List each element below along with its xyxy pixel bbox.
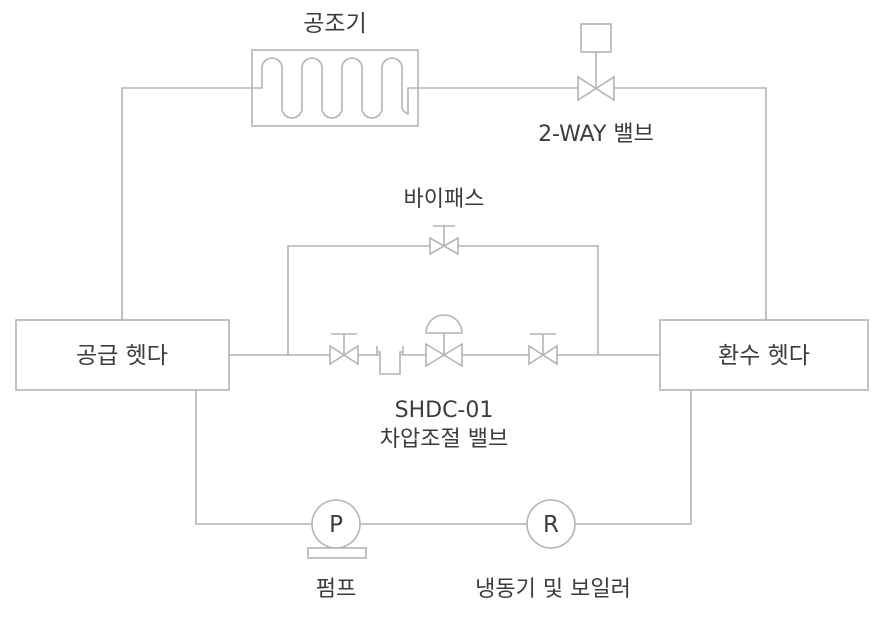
return-header-box bbox=[659, 319, 869, 391]
supply-header-label: 공급 헷다 bbox=[76, 343, 168, 369]
dp-valve-body-icon bbox=[425, 342, 463, 368]
air-handler: 공조기 bbox=[251, 11, 419, 127]
dp-valve-diaphragm-icon bbox=[425, 314, 463, 334]
bypass-pipe bbox=[287, 245, 599, 355]
chiller-symbol: R bbox=[543, 512, 559, 538]
air-handler-box bbox=[251, 49, 419, 127]
two-way-valve-label: 2-WAY 밸브 bbox=[538, 122, 654, 147]
gate-valve-right-icon bbox=[528, 344, 558, 366]
return-header-label: 환수 헷다 bbox=[718, 343, 810, 369]
pump: P 펌프 bbox=[307, 499, 367, 602]
supply-riser-pipe bbox=[121, 87, 252, 320]
main-line-valves bbox=[329, 314, 558, 375]
air-handler-coil bbox=[252, 57, 418, 119]
bypass-label: 바이패스 bbox=[404, 187, 485, 212]
air-handler-label: 공조기 bbox=[303, 11, 366, 37]
pump-circle-icon bbox=[311, 499, 361, 549]
chiller-boiler-label: 냉동기 및 보일러 bbox=[475, 577, 631, 602]
dp-valve-code-label: SHDC-01 bbox=[395, 398, 494, 423]
dp-control-valve bbox=[425, 314, 463, 368]
chiller-boiler: R 냉동기 및 보일러 bbox=[475, 499, 631, 602]
two-way-valve: 2-WAY 밸브 bbox=[538, 23, 654, 147]
pump-base bbox=[307, 547, 367, 559]
valve-actuator-box bbox=[580, 23, 612, 53]
chiller-circle-icon bbox=[526, 499, 576, 549]
strainer-icon bbox=[376, 346, 404, 375]
bypass-valve: 바이패스 bbox=[404, 187, 485, 256]
gate-valve-left-icon bbox=[329, 344, 359, 366]
dp-valve-name-label: 차압조절 밸브 bbox=[380, 427, 508, 452]
return-riser-pipe bbox=[418, 87, 767, 320]
return-header: 환수 헷다 bbox=[659, 319, 869, 391]
valve-body-icon bbox=[577, 75, 615, 102]
pump-label: 펌프 bbox=[316, 577, 356, 602]
supply-header: 공급 헷다 bbox=[15, 319, 230, 391]
pipe-network bbox=[121, 87, 767, 525]
supply-header-box bbox=[15, 319, 230, 391]
bottom-loop-pipe bbox=[195, 390, 692, 525]
bypass-valve-icon bbox=[429, 236, 459, 256]
pump-symbol: P bbox=[329, 512, 343, 538]
